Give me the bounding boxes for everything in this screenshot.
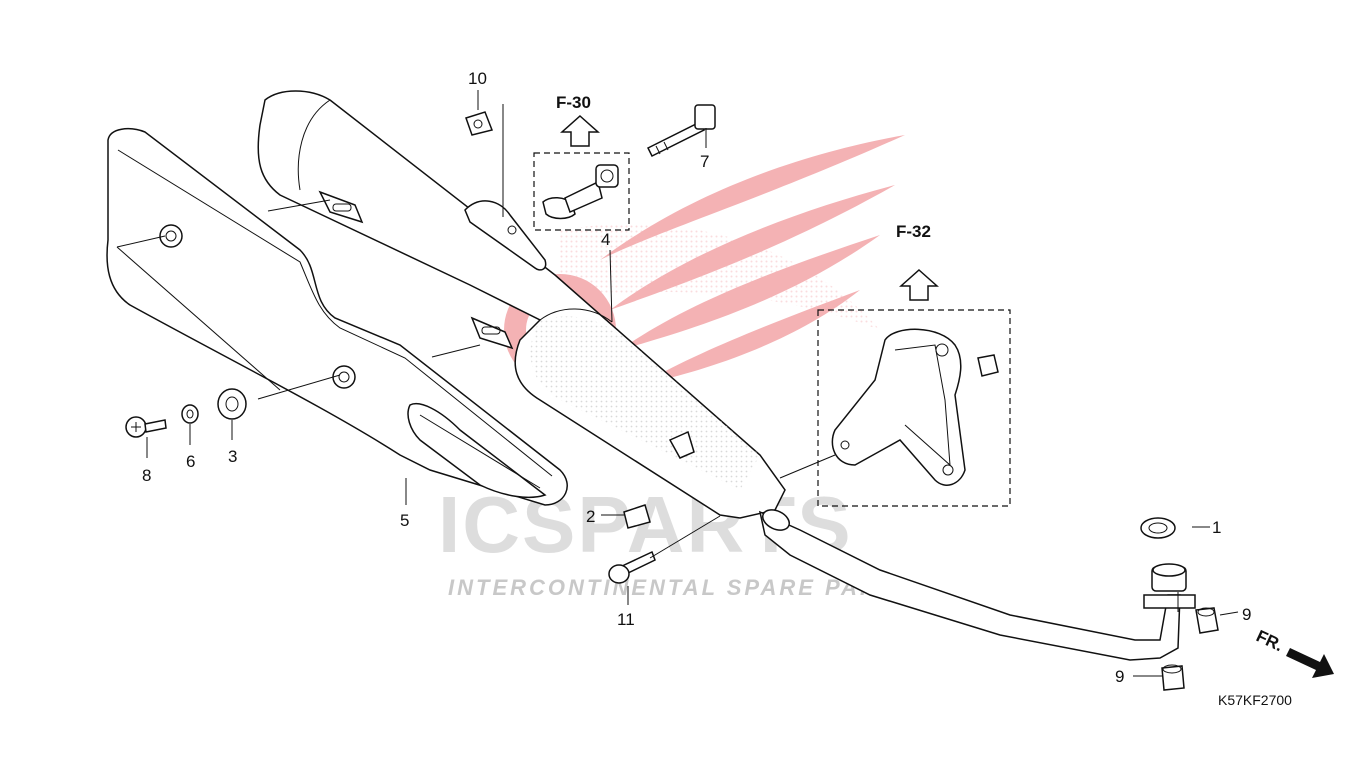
- callout-1: 1: [1212, 518, 1221, 537]
- bolt-part-7: [646, 104, 716, 158]
- callout-8: 8: [142, 466, 151, 485]
- ref-label-f32: F-32: [896, 222, 931, 241]
- small-fasteners: [125, 111, 1219, 691]
- callout-2: 2: [586, 507, 595, 526]
- drawing-code: K57KF2700: [1218, 692, 1292, 708]
- leader-lines: [116, 90, 1239, 677]
- ref-label-f30: F-30: [556, 93, 591, 112]
- callout-10: 10: [468, 69, 487, 88]
- grommet-assembly: [533, 152, 630, 231]
- callout-9-lower: 9: [1115, 667, 1124, 686]
- callout-6: 6: [186, 452, 195, 471]
- callout-7: 7: [700, 152, 709, 171]
- arrow-up-icon: [560, 114, 600, 147]
- muffler-part-4: [257, 90, 786, 519]
- callout-3: 3: [228, 447, 237, 466]
- heat-shield-part-5: [106, 127, 568, 506]
- exhaust-pipe: [758, 509, 1196, 661]
- watermark-tagline: INTERCONTINENTAL SPARE PARTS: [448, 575, 913, 600]
- callout-4: 4: [601, 230, 610, 249]
- mounting-bracket: [817, 309, 1011, 507]
- callout-5: 5: [400, 511, 409, 530]
- arrow-up-icon: [899, 268, 939, 301]
- callout-9-upper: 9: [1242, 605, 1251, 624]
- front-marker-label: FR.: [1253, 626, 1286, 655]
- callout-11: 11: [617, 610, 635, 629]
- front-direction-arrow-icon: [1286, 648, 1334, 678]
